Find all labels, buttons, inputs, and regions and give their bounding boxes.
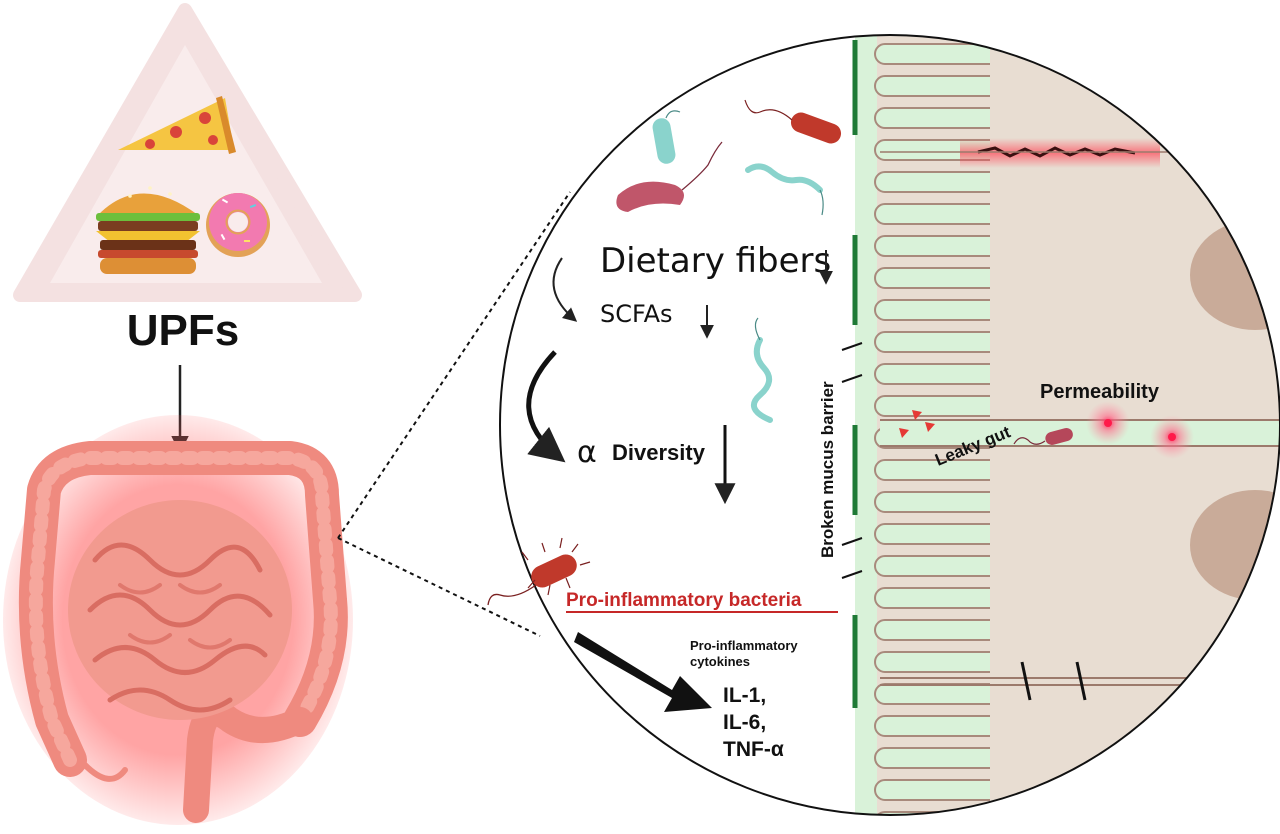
villus xyxy=(874,747,990,769)
to-cytokines-arrow xyxy=(574,632,712,712)
dietary-fibers-label: Dietary fibers xyxy=(600,241,831,281)
villus xyxy=(874,299,990,321)
zoom-circle xyxy=(499,34,1280,816)
villus xyxy=(874,75,990,97)
donut-icon xyxy=(206,193,270,257)
teal-spiral-bacterium xyxy=(745,163,824,216)
pro-inflammatory-bacterium xyxy=(487,537,591,606)
alpha-symbol: α xyxy=(577,435,597,470)
villus xyxy=(874,651,990,673)
teal-rod-bacterium xyxy=(652,110,681,164)
villus xyxy=(874,363,990,385)
villus xyxy=(874,267,990,289)
villus xyxy=(874,107,990,129)
tissue-crack xyxy=(977,146,1136,158)
red-rod-bacterium xyxy=(744,99,842,144)
villus xyxy=(874,491,990,513)
villus xyxy=(874,459,990,481)
food-pyramid xyxy=(13,3,362,302)
villus xyxy=(874,203,990,225)
barrier-break-mark xyxy=(1075,661,1087,701)
intestinal-villi xyxy=(874,43,990,815)
cytokine-il1: IL-1, xyxy=(723,684,766,707)
gut-bacteria xyxy=(487,99,842,606)
villus xyxy=(874,395,990,417)
cytokine-tnf: TNF-α xyxy=(723,738,784,761)
curved-pink-bacterium xyxy=(616,141,723,212)
diet-effects: Dietary fibers SCFAs α Diversity Pro-inf… xyxy=(526,241,1160,761)
villus xyxy=(874,779,990,801)
villus xyxy=(874,171,990,193)
leak-triangles xyxy=(899,410,935,438)
burger-icon xyxy=(96,186,200,274)
villus xyxy=(874,715,990,737)
villus xyxy=(874,235,990,257)
intestines-illustration xyxy=(3,415,353,825)
pizza-slice-icon xyxy=(118,96,236,154)
fibers-to-scfas-curve xyxy=(552,257,578,322)
villus xyxy=(874,811,990,815)
broken-barrier-label: Broken mucus barrier xyxy=(818,381,837,558)
cytokines-heading-2: cytokines xyxy=(690,654,750,669)
villus xyxy=(874,523,990,545)
villus xyxy=(874,619,990,641)
permeability-label: Permeability xyxy=(1040,381,1160,403)
barrier-break-ticks xyxy=(841,342,863,579)
teal-spiral-bacterium-2 xyxy=(750,317,773,423)
cytokine-il6: IL-6, xyxy=(723,711,766,734)
villus xyxy=(874,43,990,65)
scfas-to-diversity-curve xyxy=(526,350,566,463)
cell-nucleus xyxy=(1190,490,1280,600)
translocating-bacterium xyxy=(1013,428,1073,445)
villus xyxy=(874,555,990,577)
cytokines-heading-1: Pro-inflammatory xyxy=(690,638,798,653)
scfas-label: SCFAs xyxy=(600,300,673,328)
villus xyxy=(874,331,990,353)
pro-inflammatory-bacteria-label: Pro-inflammatory bacteria xyxy=(566,590,802,611)
villus xyxy=(874,587,990,609)
upfs-label: UPFs xyxy=(127,306,239,355)
diversity-label: Diversity xyxy=(612,440,706,465)
villus xyxy=(874,683,990,705)
barrier-break-mark xyxy=(1020,661,1032,701)
zoom-lines xyxy=(337,191,571,637)
